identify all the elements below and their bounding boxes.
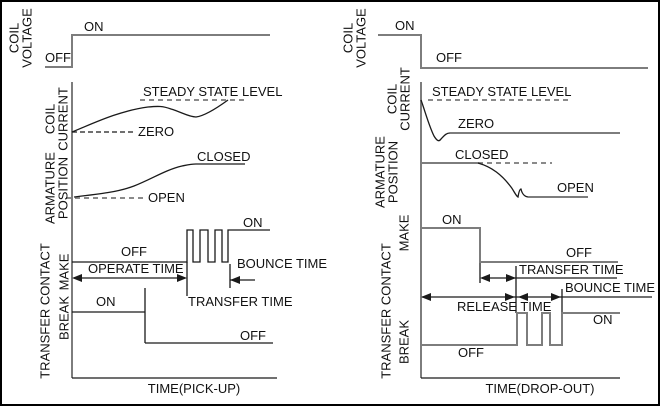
pickup-operate-time-label: OPERATE TIME: [88, 261, 184, 276]
dropout-steady-state-label: STEADY STATE LEVEL: [432, 84, 571, 99]
pickup-time-axis-label: TIME(PICK-UP): [148, 381, 240, 396]
dropout-open-label: OPEN: [557, 180, 594, 195]
dropout-zero-label: ZERO: [458, 116, 494, 131]
pickup-break-waveform: [72, 288, 273, 344]
dropout-make-on-label: ON: [442, 212, 462, 227]
dropout-coil-current-axis-label-line2: CURRENT: [398, 67, 413, 131]
pickup-armature-axis-label-line1: ARMATURE: [43, 152, 58, 224]
release-arrowhead-left-icon: [421, 293, 431, 301]
dropout-closed-label: CLOSED: [455, 147, 508, 162]
pickup-coil-current-axis-label-line2: CURRENT: [56, 87, 71, 151]
pickup-bounce-time-label: BOUNCE TIME: [237, 256, 327, 271]
pickup-zero-label: ZERO: [138, 124, 174, 139]
pickup-coil-voltage-axis-label-line1: COIL: [7, 23, 22, 53]
dropout-break-on-label: ON: [593, 312, 613, 327]
dropout-armature-curve: [477, 162, 530, 198]
pickup-make-waveform: [72, 229, 270, 263]
dropout-coil-current-curve: [420, 99, 451, 142]
dropout-coil-voltage-trace: [378, 34, 648, 69]
operate-arrowhead-right-icon: [177, 274, 187, 282]
dropout-armature-axis-label-line1: ARMATURE: [373, 136, 388, 208]
pickup-break-on-label: ON: [96, 294, 116, 309]
operate-arrowhead-left-icon: [72, 274, 82, 282]
pickup-break-off-label: OFF: [240, 328, 266, 343]
pickup-break-axis-label: BREAK: [57, 296, 72, 340]
pickup-coil-voltage-trace: [45, 34, 270, 68]
dropout-transfer-time-label: TRANSFER TIME: [519, 262, 624, 277]
pickup-voltage-off-label: OFF: [45, 50, 71, 65]
dropout-coil-voltage-axis-label-line2: VOLTAGE: [354, 8, 369, 68]
pickup-closed-label: CLOSED: [197, 149, 250, 164]
dropout-time-axis-label: TIME(DROP-OUT): [485, 381, 594, 396]
pickup-armature-axis-label-line2: POSITION: [56, 157, 71, 219]
dropout-voltage-on-label: ON: [395, 18, 415, 33]
bounce-arrowhead-right-icon: [551, 293, 561, 301]
pickup-transfer-time-label: TRANSFER TIME: [188, 294, 293, 309]
dropout-armature-axis-label-line2: POSITION: [386, 141, 401, 203]
bounce-arrowhead-left-icon: [230, 276, 240, 284]
pickup-steady-state-label: STEADY STATE LEVEL: [143, 84, 282, 99]
transfer-arrowhead-left-icon: [480, 274, 490, 282]
transfer-arrowhead-right-icon: [506, 274, 516, 282]
pickup-panel: TIME(PICK-UP) ON OFF COIL VOLTAGE STEADY…: [7, 8, 328, 396]
dropout-break-waveform: [421, 312, 620, 346]
pickup-coil-voltage-axis-label-line2: VOLTAGE: [20, 8, 35, 68]
pickup-voltage-on-label: ON: [84, 19, 104, 34]
dropout-release-time-label: RELEASE TIME: [457, 299, 552, 314]
dropout-transfer-contact-axis-label: TRANSFER CONTACT: [379, 243, 394, 379]
dropout-make-waveform: [421, 227, 618, 263]
pickup-transfer-contact-axis-label: TRANSFER CONTACT: [38, 243, 53, 379]
dropout-bounce-time-label: BOUNCE TIME: [565, 280, 655, 295]
dropout-coil-voltage-axis-label-line1: COIL: [341, 23, 356, 53]
dropout-break-axis-label: BREAK: [397, 320, 412, 364]
pickup-make-on-label: ON: [243, 215, 263, 230]
pickup-make-axis-label: MAKE: [57, 253, 72, 290]
dropout-coil-current-axis-label-line1: COIL: [385, 84, 400, 114]
pickup-coil-current-curve: [71, 99, 229, 133]
bounce-arrowhead-left-icon: [518, 293, 528, 301]
dropout-panel: TIME(DROP-OUT) ON OFF COIL VOLTAGE STEAD…: [341, 8, 656, 396]
release-arrowhead-right-icon: [505, 293, 515, 301]
dropout-make-axis-label: MAKE: [397, 214, 412, 251]
dropout-make-off-label: OFF: [566, 245, 592, 260]
pickup-coil-current-axis-label-line1: COIL: [43, 104, 58, 134]
dropout-break-off-label: OFF: [458, 345, 484, 360]
dropout-voltage-off-label: OFF: [436, 50, 462, 65]
pickup-make-off-label: OFF: [121, 244, 147, 259]
pickup-armature-curve: [73, 163, 245, 198]
pickup-open-label: OPEN: [148, 190, 185, 205]
